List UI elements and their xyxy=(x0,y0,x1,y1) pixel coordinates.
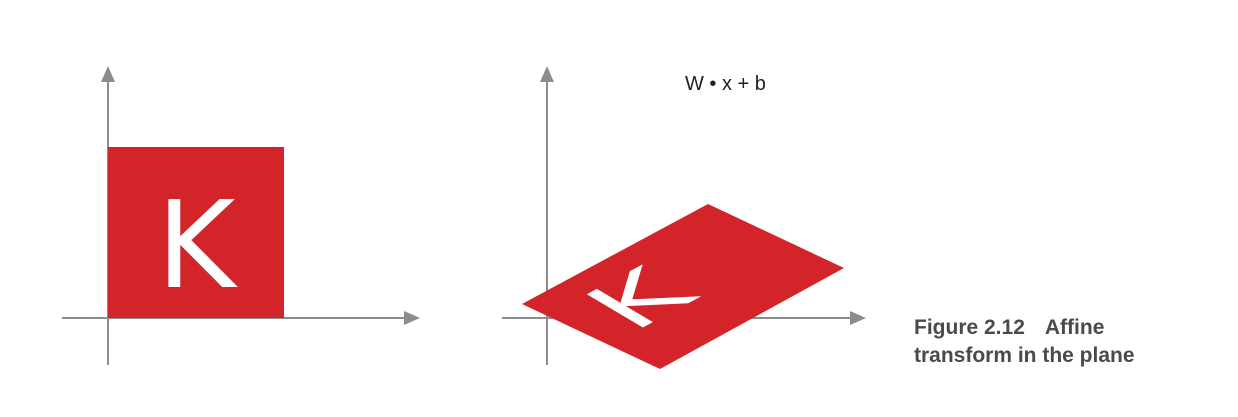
figure-caption: Figure 2.12 Affine transform in the plane xyxy=(914,314,1234,370)
caption-figure-number: Figure 2.12 xyxy=(914,316,1025,339)
affine-formula: W • x + b xyxy=(685,73,766,95)
left-y-axis-arrowhead xyxy=(101,66,115,82)
right-x-axis-arrowhead xyxy=(850,311,866,325)
caption-line-1: Figure 2.12 Affine xyxy=(914,314,1234,342)
right-y-axis-arrowhead xyxy=(540,66,554,82)
caption-title-part1: Affine xyxy=(1044,316,1105,339)
caption-title-part2: transform in the plane xyxy=(914,344,1135,367)
original-square xyxy=(108,147,284,318)
left-x-axis-arrowhead xyxy=(404,311,420,325)
original-letter-k: K xyxy=(157,177,239,316)
transformed-parallelogram xyxy=(522,204,844,369)
right-panel: W • x + b K xyxy=(502,66,866,369)
left-panel: K xyxy=(62,66,420,365)
